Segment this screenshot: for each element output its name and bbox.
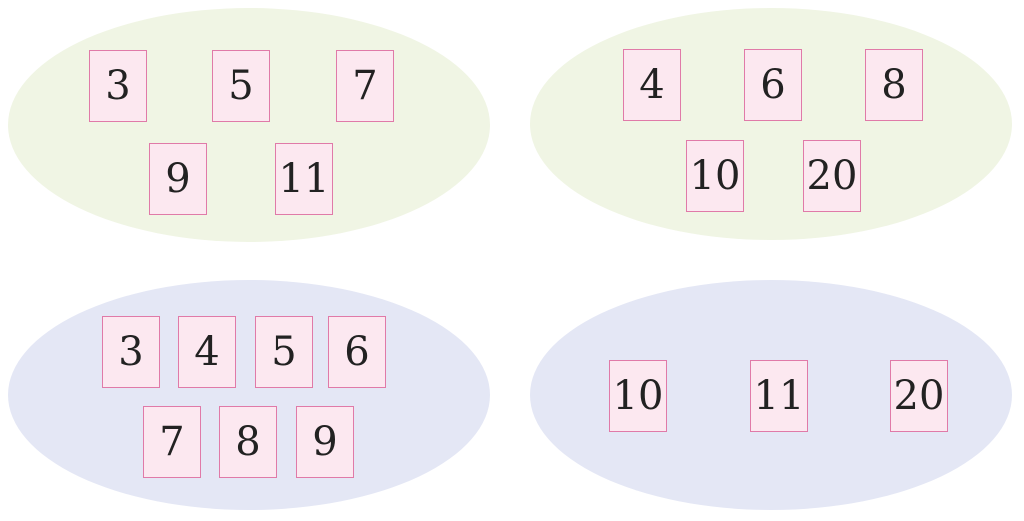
- number-card: 4: [178, 316, 236, 388]
- number-card: 9: [149, 143, 207, 215]
- number-card: 3: [89, 50, 147, 122]
- number-card: 9: [296, 406, 354, 478]
- number-card: 4: [623, 49, 681, 121]
- number-card: 6: [328, 316, 386, 388]
- number-card: 6: [744, 49, 802, 121]
- number-card: 11: [750, 360, 808, 432]
- number-card: 20: [890, 360, 948, 432]
- number-card: 10: [686, 140, 744, 212]
- number-card: 5: [255, 316, 313, 388]
- number-card: 8: [219, 406, 277, 478]
- number-card: 11: [275, 143, 333, 215]
- group-top-left: 3 5 7 9 11: [8, 8, 490, 242]
- number-card: 5: [212, 50, 270, 122]
- number-card: 8: [865, 49, 923, 121]
- group-top-right: 4 6 8 10 20: [530, 8, 1012, 240]
- number-card: 7: [143, 406, 201, 478]
- number-card: 7: [336, 50, 394, 122]
- number-card: 3: [102, 316, 160, 388]
- group-bottom-left: 3 4 5 6 7 8 9: [8, 280, 490, 510]
- group-bottom-right: 10 11 20: [530, 280, 1012, 510]
- number-card: 20: [803, 140, 861, 212]
- number-card: 10: [609, 360, 667, 432]
